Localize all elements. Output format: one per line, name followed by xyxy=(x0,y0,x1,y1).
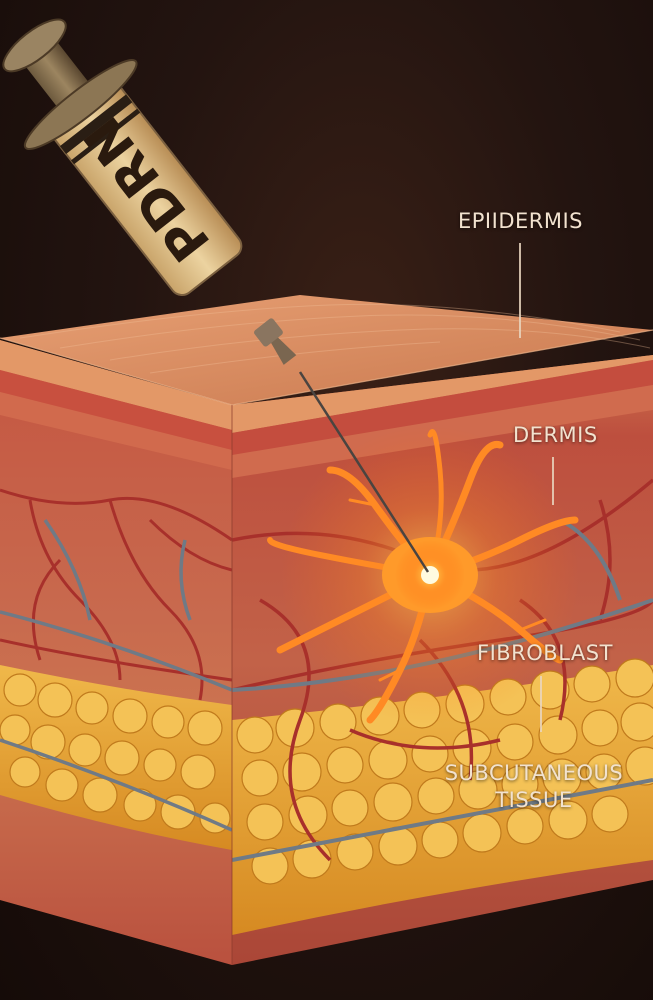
label-subcutaneous-line2: TISSUE xyxy=(495,788,573,812)
label-epidermis: EPIIDERMIS xyxy=(458,209,583,233)
syringe-flange xyxy=(23,59,138,151)
label-subcutaneous-line1: SUBCUTANEOUS xyxy=(444,761,624,785)
leader-epidermis xyxy=(519,243,521,338)
skin-front-face xyxy=(0,340,232,965)
label-subcutaneous-tissue: SUBCUTANEOUS TISSUE xyxy=(432,760,636,814)
syringe-needle xyxy=(298,371,430,573)
leader-fibroblast xyxy=(540,676,542,732)
leader-dermis xyxy=(552,457,554,505)
fibroblast-cell xyxy=(267,425,580,725)
label-dermis: DERMIS xyxy=(513,423,598,447)
syringe-plunger-cap xyxy=(2,18,67,73)
skin-top-surface xyxy=(0,295,653,405)
label-fibroblast: FIBROBLAST xyxy=(477,641,613,665)
